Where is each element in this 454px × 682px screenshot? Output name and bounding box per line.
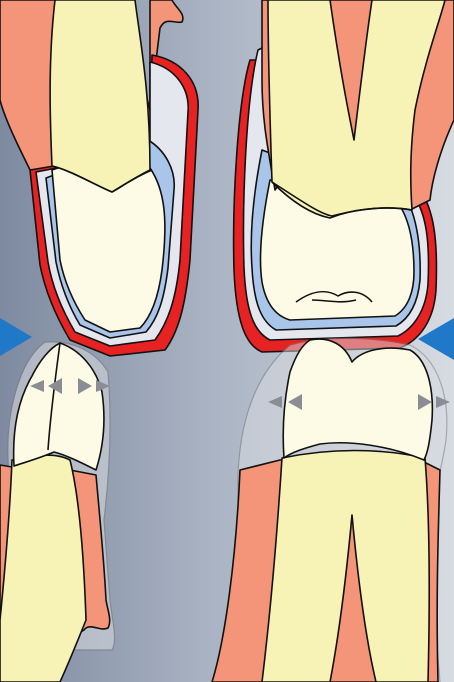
left-upper-root: [50, 0, 150, 192]
right-upper-tooth: [234, 0, 454, 352]
left-lower-dentin: [0, 455, 86, 682]
right-lower-crown: [283, 339, 432, 460]
